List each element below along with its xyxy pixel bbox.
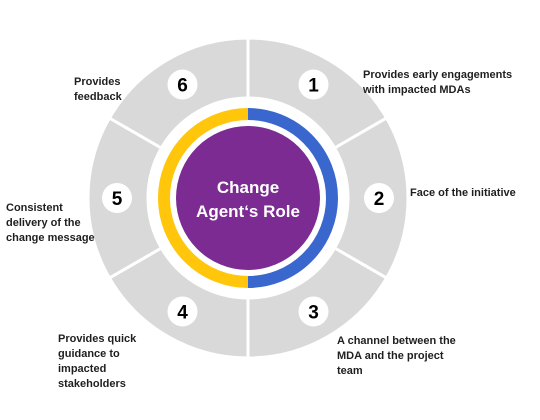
segment-label-2: Face of the initiative	[410, 186, 516, 201]
segment-label-6-line: Provides	[74, 76, 121, 88]
segment-label-3: A channel between the MDA and the projec…	[337, 334, 456, 379]
progress-ring	[158, 108, 338, 288]
number-badge-4	[167, 296, 198, 327]
segment-label-3-line: MDA and the project	[337, 350, 444, 362]
segment-label-1-line: Provides early engagements	[363, 69, 513, 81]
segment-label-5: Consistent delivery of the change messag…	[6, 201, 95, 246]
segment-label-6: Provides feedback	[74, 75, 122, 105]
segment-label-4-line: Provides quick	[58, 333, 137, 345]
number-badge-2	[364, 183, 394, 213]
segment-label-5-line: Consistent	[6, 202, 63, 214]
segment-label-1: Provides early engagements with impacted…	[363, 68, 512, 98]
number-1: 1	[308, 76, 319, 97]
number-badge-1	[298, 69, 329, 100]
segment-label-4-line: guidance to	[58, 348, 120, 360]
segment-label-2-line: Face of the initiative	[410, 187, 516, 199]
center-title-line2: Agent‘s Role	[196, 202, 300, 221]
number-badge-6	[167, 69, 198, 100]
number-badges: 1 2 3 4 5 6	[102, 69, 394, 327]
number-3: 3	[308, 302, 319, 323]
segment-label-6-line: feedback	[74, 91, 122, 103]
segment-label-1-line: with impacted MDAs	[363, 84, 471, 96]
center-circle	[176, 126, 320, 270]
segment-label-3-line: team	[337, 365, 363, 377]
segment-label-3-line: A channel between the	[337, 335, 456, 347]
segment-label-4-line: stakeholders	[58, 378, 126, 390]
number-6: 6	[177, 76, 188, 97]
number-2: 2	[374, 189, 385, 210]
ring-yellow-half	[158, 108, 249, 288]
center-title-line1: Change	[217, 178, 279, 197]
ring-blue-half	[247, 108, 338, 288]
number-badge-3	[298, 296, 329, 327]
segment-label-4: Provides quick guidance to impacted stak…	[58, 332, 136, 392]
number-4: 4	[177, 302, 188, 323]
number-badge-5	[102, 183, 132, 213]
segment-label-4-line: impacted	[58, 363, 107, 375]
segment-label-5-line: delivery of the	[6, 217, 81, 229]
segment-label-5-line: change message	[6, 232, 95, 244]
number-5: 5	[112, 189, 123, 210]
